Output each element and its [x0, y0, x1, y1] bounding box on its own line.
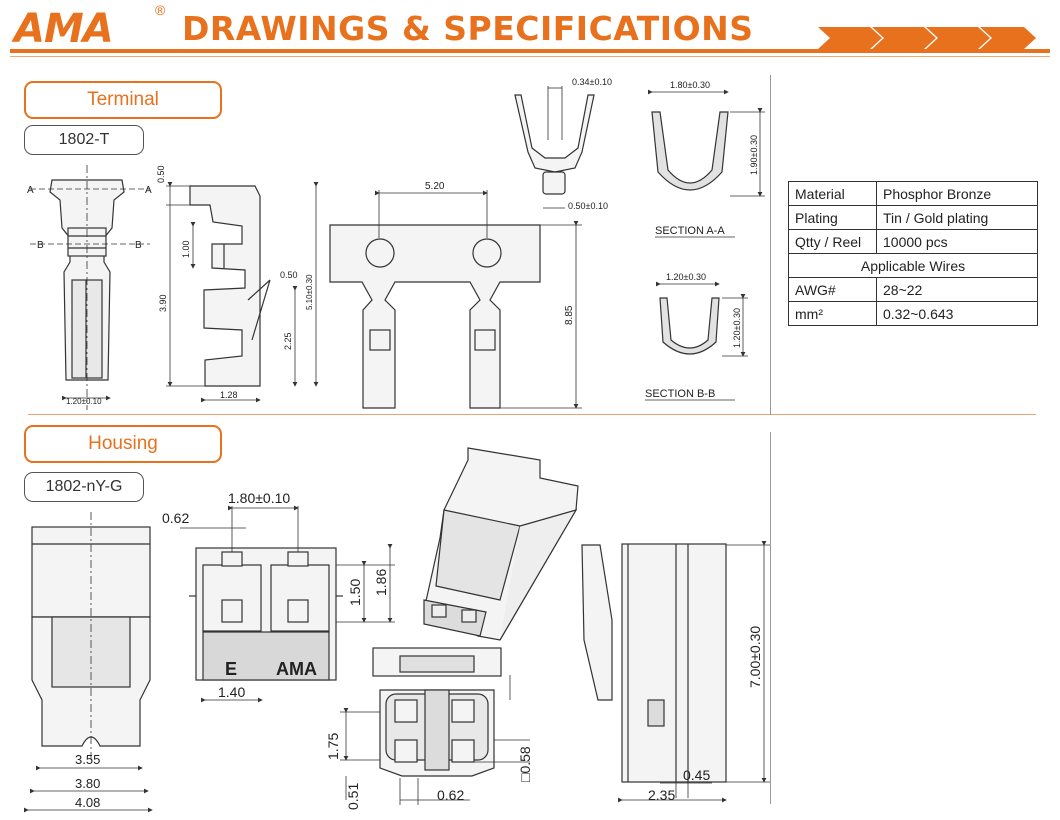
section-bb-label: SECTION B-B: [645, 388, 715, 400]
table-row: mm² 0.32~0.643: [788, 301, 1038, 326]
dim-355: 3.55: [75, 752, 100, 767]
spec-value: 10000 pcs: [876, 229, 1038, 254]
dim-bb-w: 1.20±0.30: [666, 272, 706, 282]
housing-top-view: [180, 505, 395, 703]
dim-bb-h: 1.20±0.30: [732, 308, 742, 348]
housing-part-number: 1802-nY-G: [24, 472, 144, 502]
dim-top-034: 0.34±0.10: [572, 77, 612, 87]
housing-marking-e: E: [225, 659, 237, 679]
cut-line-b-right: B: [135, 240, 142, 251]
section-aa-view: [648, 89, 765, 238]
dim-051: 0.51: [345, 783, 361, 810]
dim-100: 1.00: [181, 240, 191, 258]
spec-label: Material: [788, 181, 877, 206]
dim-150: 1.50: [347, 579, 363, 606]
dim-w-bottom: 1.20±0.10: [66, 397, 102, 406]
section-bb-view: [645, 281, 748, 401]
dim-885: 8.85: [564, 305, 575, 325]
header-rule-thin: [10, 56, 1050, 57]
spec-label: mm²: [788, 301, 877, 326]
dim-186: 1.86: [373, 569, 389, 596]
table-row: Qtty / Reel 10000 pcs: [788, 229, 1038, 254]
dim-062b: 0.62: [437, 787, 464, 803]
dim-045: 0.45: [683, 767, 710, 783]
dim-058: □0.58: [517, 746, 533, 782]
housing-section-tab: Housing: [24, 425, 222, 463]
registered-mark: ®: [155, 2, 166, 18]
table-row: Applicable Wires: [788, 253, 1038, 278]
section-divider: [28, 414, 1036, 415]
table-row: Plating Tin / Gold plating: [788, 205, 1038, 230]
page-header: AMA ® DRAWINGS & SPECIFICATIONS: [0, 0, 1060, 60]
cut-line-b-left: B: [37, 240, 44, 251]
wires-header: Applicable Wires: [788, 253, 1038, 278]
housing-bottom-view: [340, 647, 530, 805]
terminal-front-view: [30, 165, 150, 410]
cut-line-a-right: A: [145, 185, 152, 196]
housing-side-view: [581, 541, 770, 803]
terminal-column-divider: [770, 75, 771, 415]
terminal-top-view: [514, 86, 595, 209]
page-title: DRAWINGS & SPECIFICATIONS: [182, 9, 754, 48]
header-rule: [10, 49, 1050, 53]
spec-label: AWG#: [788, 277, 877, 302]
dim-050b: 0.50: [280, 270, 298, 280]
dim-408: 4.08: [75, 795, 100, 810]
dim-225: 2.25: [283, 332, 293, 350]
dim-380: 3.80: [75, 776, 100, 791]
dim-062a: 0.62: [162, 510, 189, 526]
spec-value: 0.32~0.643: [876, 301, 1038, 326]
dim-390: 3.90: [158, 294, 168, 312]
dim-bot-050: 0.50±0.10: [568, 201, 608, 211]
dim-235: 2.35: [648, 787, 675, 803]
dim-140: 1.40: [218, 684, 245, 700]
dim-aa-h: 1.90±0.30: [749, 135, 759, 175]
dim-128: 1.28: [220, 390, 238, 400]
section-aa-label: SECTION A-A: [655, 225, 725, 237]
housing-column-divider: [770, 432, 771, 804]
dim-700: 7.00±0.30: [747, 626, 763, 688]
spec-label: Qtty / Reel: [788, 229, 877, 254]
dim-pitch: 5.20: [425, 181, 445, 192]
terminal-part-number: 1802-T: [24, 125, 144, 155]
cut-line-a-left: A: [27, 185, 34, 196]
dim-top-050: 0.50: [156, 165, 166, 183]
table-row: Material Phosphor Bronze: [788, 181, 1038, 206]
spec-value: Tin / Gold plating: [876, 205, 1038, 230]
dim-aa-w: 1.80±0.30: [670, 80, 710, 90]
spec-value: Phosphor Bronze: [876, 181, 1038, 206]
spec-label: Plating: [788, 205, 877, 230]
chevron-arrows-icon: [818, 27, 1036, 49]
terminal-section-tab: Terminal: [24, 81, 222, 119]
terminal-reel-view: [329, 190, 582, 409]
housing-isometric-view: [423, 447, 579, 641]
housing-marking-ama: AMA: [276, 659, 317, 679]
terminal-side-view: [166, 182, 319, 403]
dim-175: 1.75: [325, 733, 341, 760]
housing-front-view: [24, 512, 153, 813]
dim-180: 1.80±0.10: [228, 490, 290, 506]
ama-logo: AMA: [14, 6, 114, 52]
dim-510: 5.10±0.30: [305, 274, 314, 310]
spec-table: Material Phosphor Bronze Plating Tin / G…: [788, 181, 1038, 326]
